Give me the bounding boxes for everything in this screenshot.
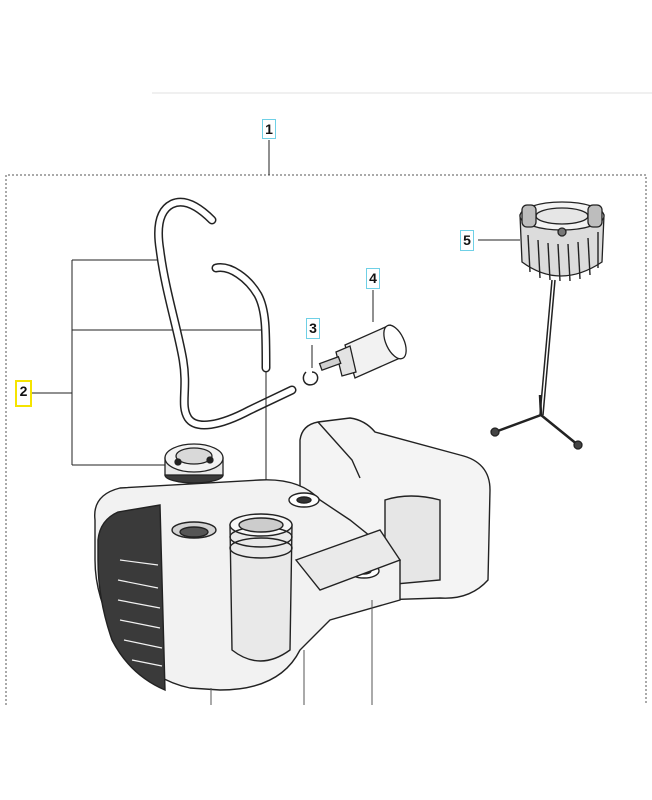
fuel-filter [318, 290, 407, 379]
tank-grommet [164, 443, 224, 484]
hose-clip [302, 345, 319, 386]
assembly-frame [5, 174, 647, 705]
callout-3[interactable]: 3 [306, 318, 320, 339]
lower-leaders [210, 600, 373, 705]
callout-2[interactable]: 2 [15, 380, 32, 407]
callout-4[interactable]: 4 [366, 268, 380, 289]
fuel-hose-short [211, 263, 271, 373]
callout-5[interactable]: 5 [460, 230, 474, 251]
callout-1[interactable]: 1 [262, 119, 276, 139]
leader-2 [30, 259, 262, 466]
fuel-cap [478, 201, 605, 450]
fuel-hose-long [154, 197, 297, 430]
fuel-tank [94, 417, 491, 692]
